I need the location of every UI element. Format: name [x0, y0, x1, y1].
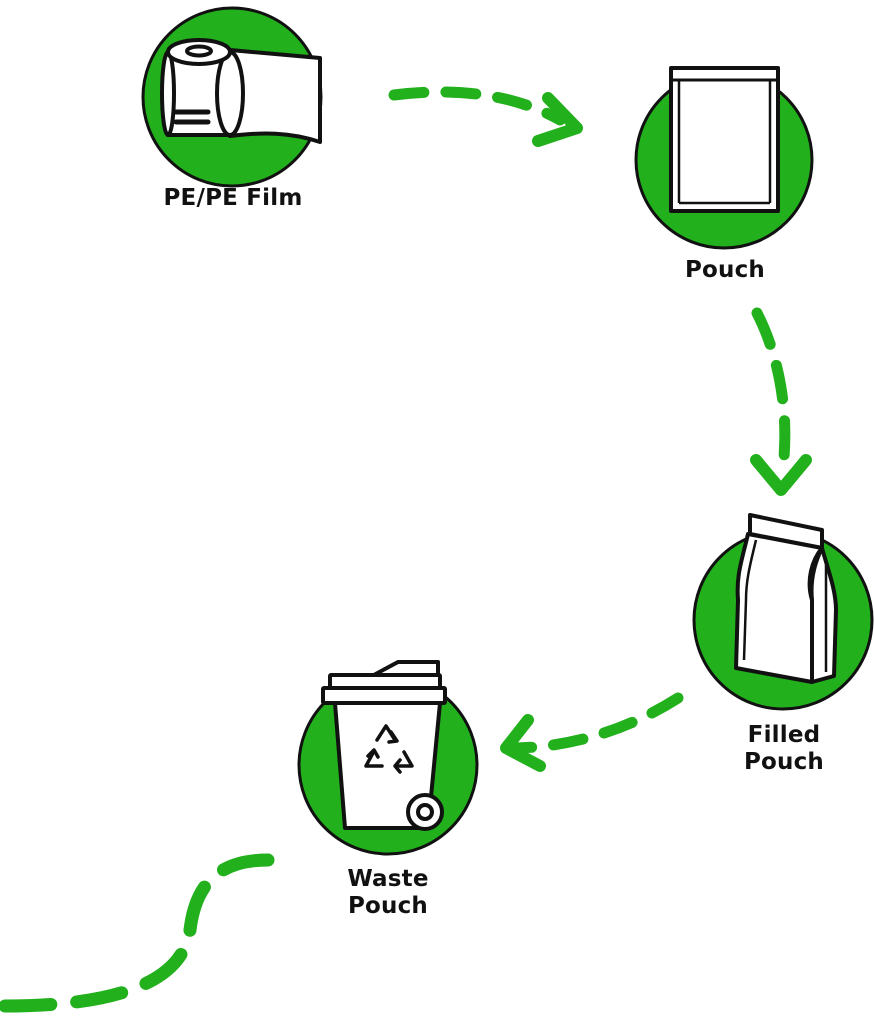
stage-pouch: [634, 66, 814, 250]
recycling-bin-icon: [321, 660, 447, 831]
arrowhead-pouch-to-filled: [750, 454, 812, 496]
recycle-symbol-icon: [364, 724, 414, 774]
stage-label-pouch-line-1: Pouch: [684, 257, 766, 283]
gusseted-bag-icon: [734, 513, 838, 684]
flow-line-waste-outgoing: [0, 853, 275, 1013]
stage-label-filled-line-2: Pouch: [743, 749, 825, 775]
stage-waste: [297, 660, 479, 856]
stage-label-filled: Filled Pouch: [684, 722, 874, 776]
stage-label-filled-line-1: Filled: [747, 722, 821, 748]
stage-filled: [692, 513, 874, 711]
flow-arrow-filled-to-waste: [506, 692, 684, 754]
stage-label-film-line-1: PE/PE Film: [163, 185, 303, 211]
stage-label-waste: Waste Pouch: [288, 866, 488, 920]
arrowhead-film-to-pouch: [532, 92, 583, 147]
stage-label-film: PE/PE Film: [133, 185, 333, 212]
film-roll-icon: [160, 38, 322, 144]
arrowhead-filled-to-waste: [500, 714, 546, 772]
stage-label-waste-line-2: Pouch: [347, 893, 429, 919]
flow-arrow-film-to-pouch: [388, 86, 566, 126]
stage-label-waste-line-1: Waste: [347, 866, 429, 892]
flow-arrow-pouch-to-filled: [751, 307, 791, 474]
stage-label-pouch: Pouch: [625, 257, 825, 284]
flat-pouch-icon: [669, 66, 780, 213]
stage-film: [141, 6, 323, 188]
